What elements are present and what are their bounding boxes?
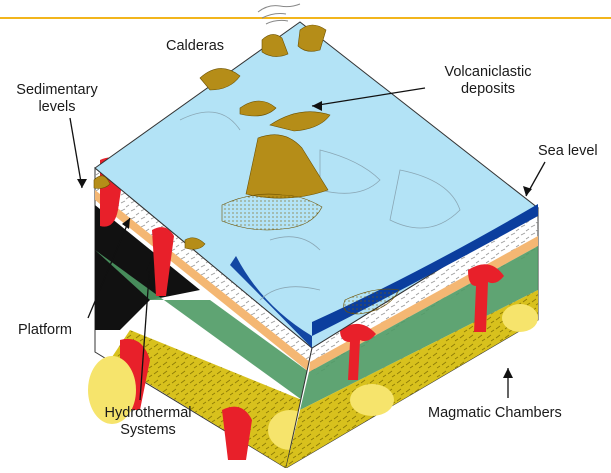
sedimentary-levels-label: Sedimentary levels: [12, 82, 102, 116]
smoke-plume-icon: [258, 4, 300, 24]
calderas-label: Calderas: [166, 38, 224, 55]
volcaniclastic-line2: deposits: [428, 81, 548, 98]
hydrothermal-systems-label: Hydrothermal Systems: [90, 405, 206, 439]
magmatic-chambers-label: Magmatic Chambers: [428, 405, 562, 422]
volcaniclastic-line1: Volcaniclastic: [428, 64, 548, 81]
platform-label: Platform: [18, 322, 72, 339]
sedimentary-line1: Sedimentary: [12, 82, 102, 99]
hydrothermal-line1: Hydrothermal: [90, 405, 206, 422]
hydrothermal-line2: Systems: [90, 422, 206, 439]
volcaniclastic-deposits-label: Volcaniclastic deposits: [428, 64, 548, 98]
sea-level-label: Sea level: [538, 143, 598, 160]
sedimentary-line2: levels: [12, 99, 102, 116]
